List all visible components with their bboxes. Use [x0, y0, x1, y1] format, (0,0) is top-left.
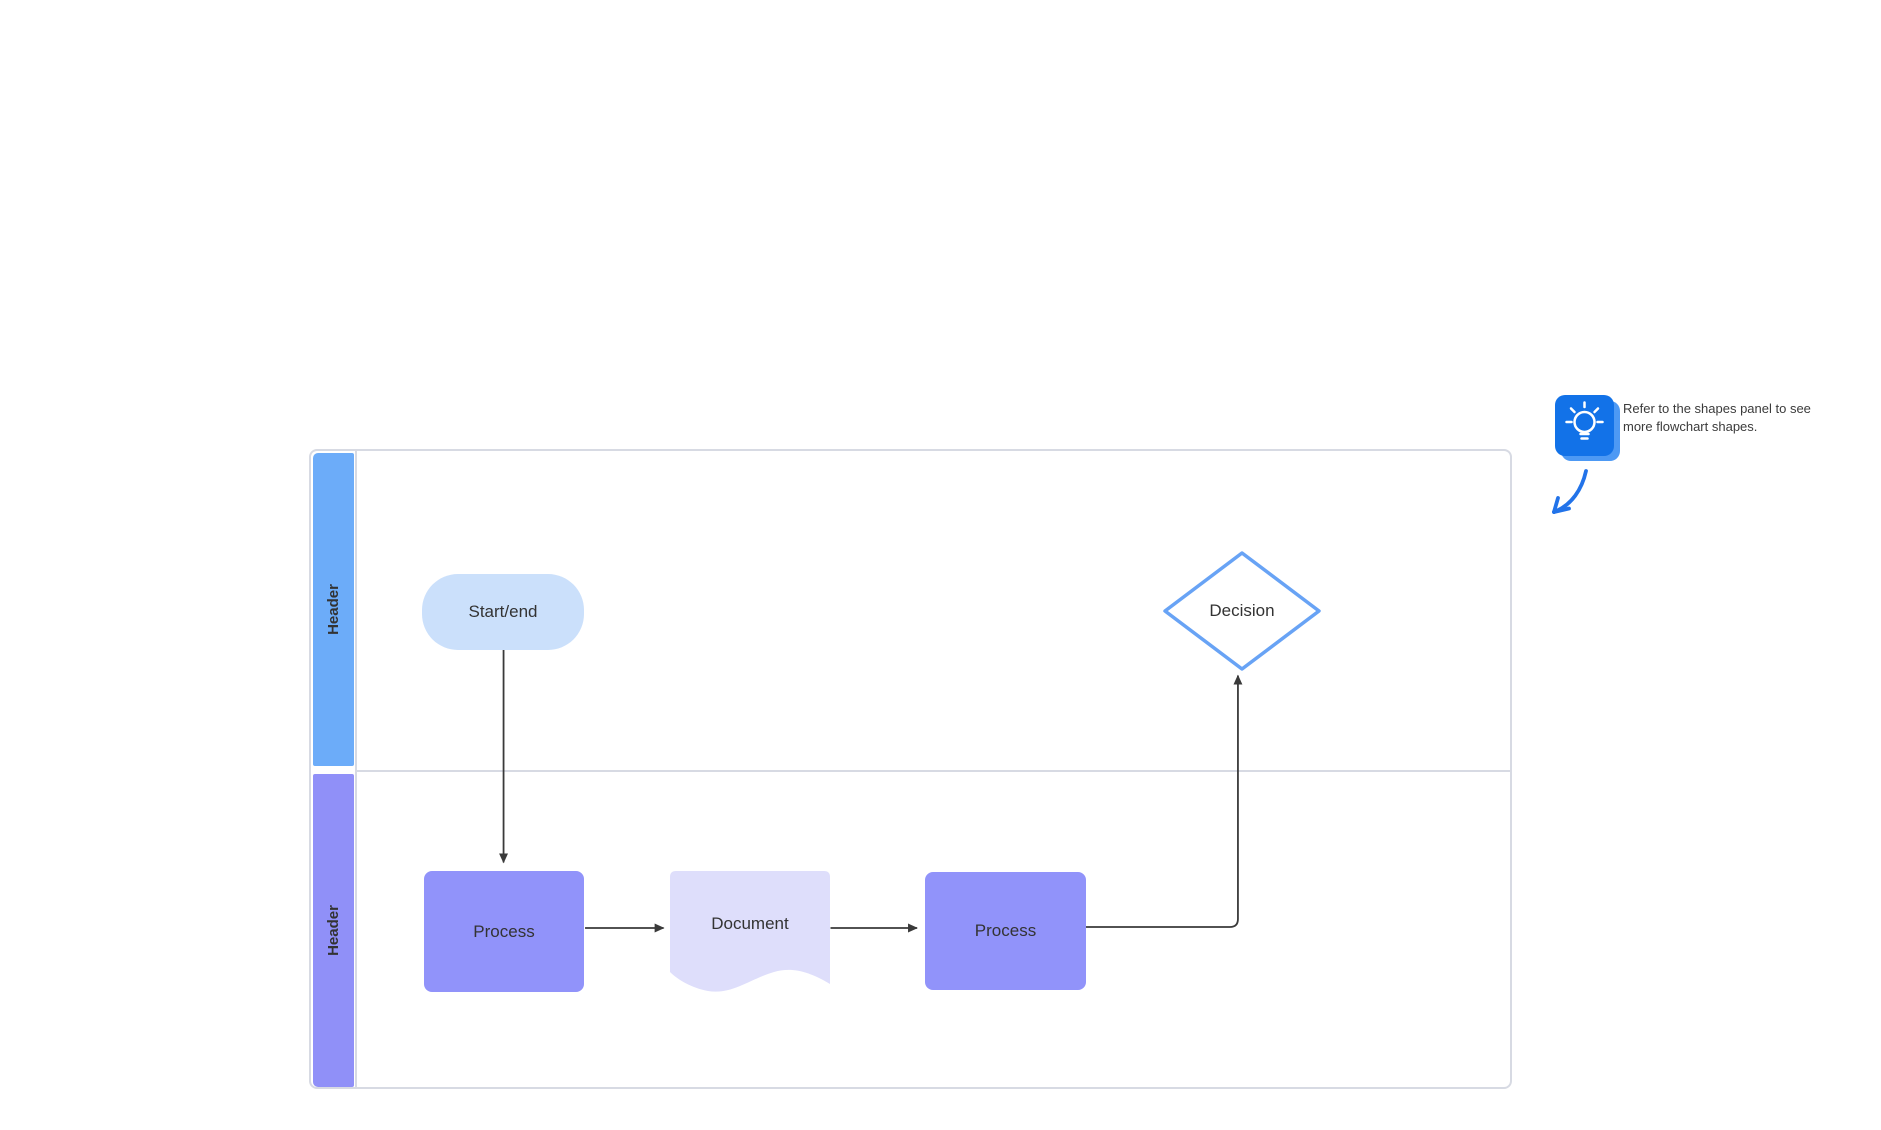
- tip-text: Refer to the shapes panel to see more fl…: [1623, 400, 1843, 435]
- lane-header-1[interactable]: Header: [313, 453, 354, 766]
- tip-text-line-2: more flowchart shapes.: [1623, 418, 1758, 434]
- shape-decision-label: Decision: [1209, 601, 1275, 620]
- shape-process-2-label: Process: [974, 921, 1037, 940]
- shape-process-1-label: Process: [473, 921, 535, 941]
- shape-process-2[interactable]: Process: [925, 872, 1086, 990]
- decision-diamond-outline: [1163, 551, 1321, 671]
- document-shape-outline: [670, 871, 830, 992]
- tip-text-line-1: Refer to the shapes panel to see: [1623, 401, 1811, 416]
- lane-divider: [355, 770, 1510, 772]
- curved-arrow-icon: [1552, 469, 1588, 514]
- shape-start-end-label: Start/end: [468, 602, 538, 621]
- shape-document-label: Document: [711, 913, 789, 933]
- lightbulb-icon: [1555, 395, 1620, 461]
- shape-process-1[interactable]: Process: [424, 871, 584, 992]
- shape-start-end[interactable]: Start/end: [422, 574, 584, 650]
- swimlane-pool[interactable]: Header Header Start/end Decision Process…: [309, 449, 1512, 1089]
- connector-process2-to-decision[interactable]: [1083, 674, 1243, 928]
- shape-decision[interactable]: Decision: [1162, 550, 1322, 672]
- lane-header-separator: [355, 451, 357, 1087]
- shape-document[interactable]: Document: [670, 871, 830, 992]
- lane-header-2[interactable]: Header: [313, 774, 354, 1087]
- connectors-layer: [499, 649, 1243, 933]
